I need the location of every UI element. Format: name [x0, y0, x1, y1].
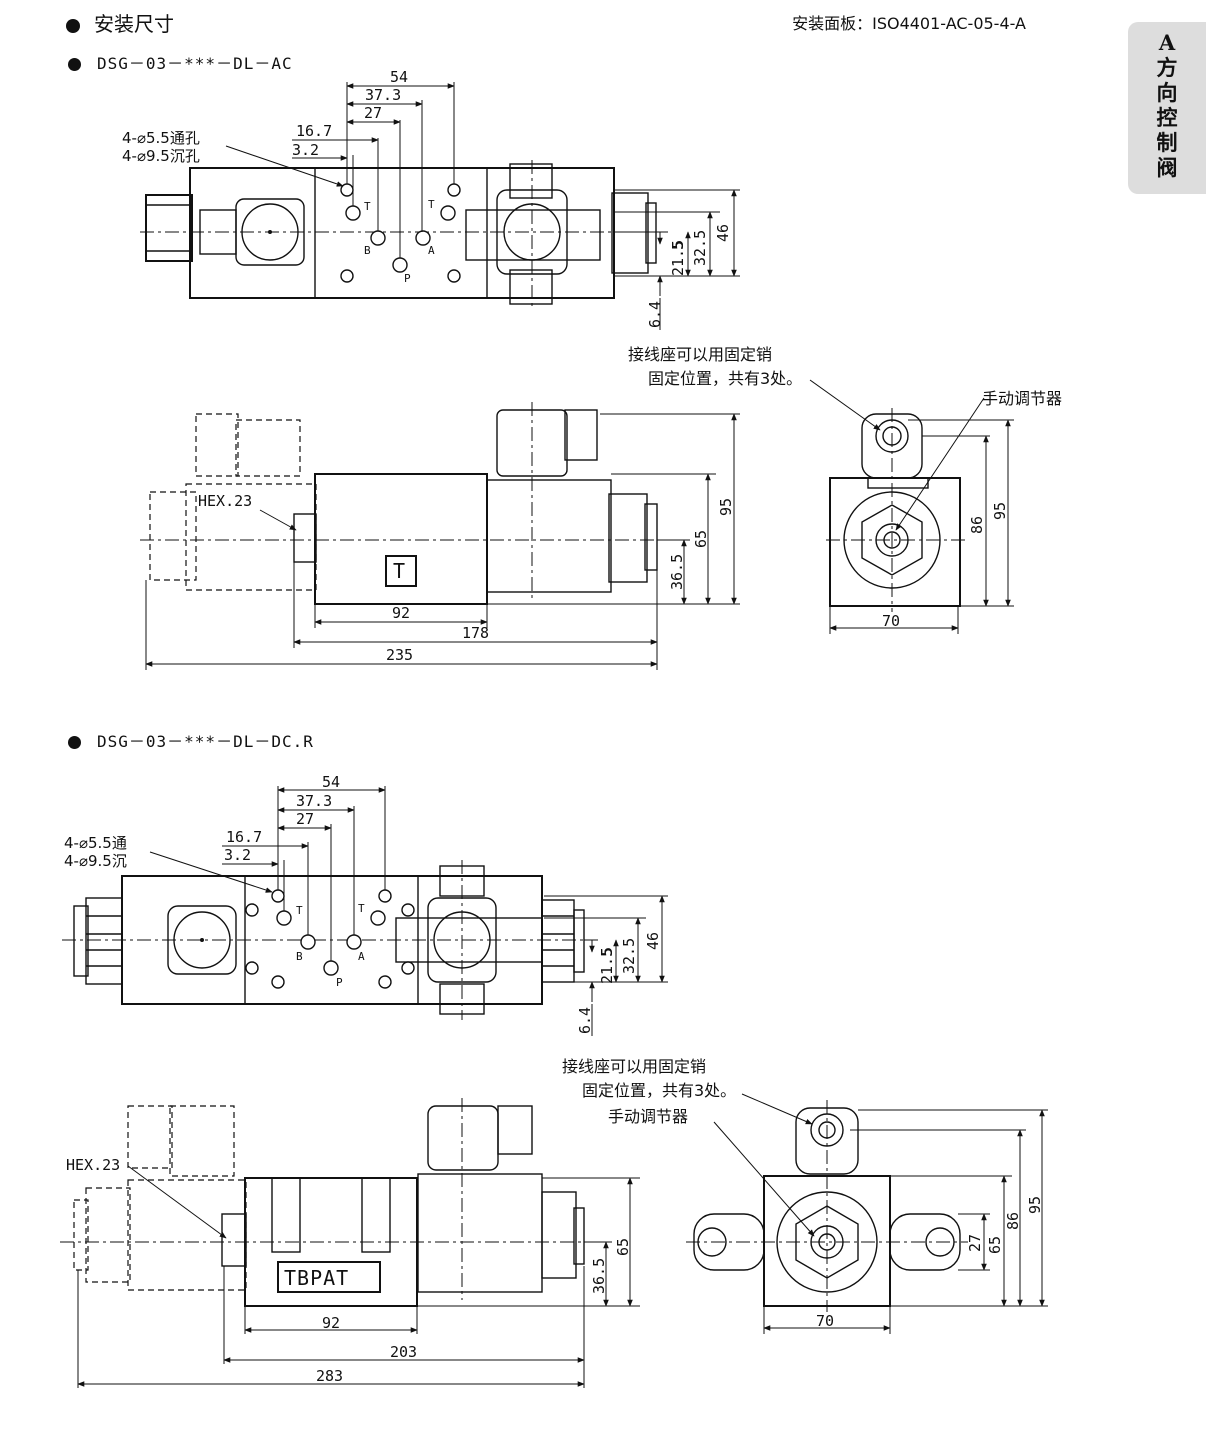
bullet-icon: [68, 58, 81, 71]
manual-adjuster-label: 手动调节器: [982, 389, 1062, 408]
dim-label: 32.5: [691, 230, 709, 266]
dim-label: 86: [968, 516, 986, 534]
tab-char: 制: [1156, 130, 1178, 155]
bullet-icon: [68, 736, 81, 749]
model-2-heading: DSG－03－***－DL－DC.R: [68, 728, 314, 752]
model-1-front-view: T HEX.23 95 65 36.5 92 178 235: [140, 402, 740, 670]
port-label: B: [364, 244, 371, 257]
dim-label: 21.5: [669, 240, 687, 276]
dim-label: 95: [991, 502, 1009, 520]
dim-label: 5: [669, 241, 687, 250]
port-label: A: [428, 244, 435, 257]
model-2-side-view: 接线座可以用固定销 固定位置，共有3处。 手动调节器 27 65 86 95: [562, 1057, 1048, 1334]
dim-label: 283: [316, 1367, 343, 1385]
note-line: 接线座可以用固定销: [562, 1057, 706, 1076]
port-label: T: [296, 904, 303, 917]
model-2-front-view: TBPAT HEX.23 65 36.5 92 203 283: [60, 1098, 640, 1388]
section-title: 安装尺寸: [94, 12, 174, 36]
dim-label: 65: [986, 1236, 1004, 1254]
dim-label: 46: [644, 932, 662, 950]
model-2-top-view: T B P A T 54 37.3 27 16.7 3.2 4-⌀5.5通 4-…: [62, 773, 668, 1036]
dim-label: 54: [390, 68, 408, 86]
dim-label: 92: [392, 604, 410, 622]
dim-label: 5: [598, 947, 616, 956]
dim-label: 178: [462, 624, 489, 642]
port-label: T: [358, 902, 365, 915]
dim-label: 16.7: [296, 122, 332, 140]
dim-label: 27: [364, 104, 382, 122]
dim-label: 203: [390, 1343, 417, 1361]
dim-label: 86: [1004, 1212, 1022, 1230]
dim-label: 70: [882, 612, 900, 630]
hex-label: HEX.23: [198, 492, 252, 510]
center-label: TBPAT: [284, 1266, 349, 1290]
tab-char: 阀: [1156, 155, 1178, 180]
dim-label: 37.3: [365, 86, 401, 104]
port-label: T: [428, 198, 435, 211]
dim-label: 27: [296, 810, 314, 828]
mount-panel-label: 安装面板：ISO4401-AC-05-4-A: [792, 14, 1026, 33]
dim-label: 3.2: [292, 141, 319, 159]
hex-label: HEX.23: [66, 1156, 120, 1174]
port-label: P: [404, 272, 411, 285]
model-1-heading: DSG－03－***－DL－AC: [68, 50, 293, 74]
side-tab[interactable]: A 方 向 控 制 阀: [1128, 22, 1206, 194]
dim-label: 92: [322, 1314, 340, 1332]
dim-label: 235: [386, 646, 413, 664]
tab-char: 向: [1156, 80, 1178, 105]
note-line: 接线座可以用固定销: [628, 345, 772, 364]
tab-char: A: [1158, 30, 1176, 55]
dim-label: 6.4: [646, 301, 664, 328]
model-1-top-view: T B P A T 54 37.3 27 16.7 3.2 4-⌀5.5通孔 4…: [122, 68, 740, 330]
holes-note: 4-⌀9.5沉: [64, 852, 127, 870]
dim-label: 6.4: [576, 1007, 594, 1034]
manual-adjuster-label: 手动调节器: [608, 1107, 688, 1126]
holes-note: 4-⌀9.5沉孔: [122, 147, 200, 165]
note-line: 固定位置，共有3处。: [648, 369, 802, 388]
dim-label: 21.5: [598, 948, 616, 984]
holes-note: 4-⌀5.5通: [64, 834, 127, 852]
tab-char: 控: [1156, 105, 1178, 130]
dim-label: 46: [714, 224, 732, 242]
port-label: B: [296, 950, 303, 963]
section-header: 安装尺寸: [66, 8, 174, 37]
note-line: 固定位置，共有3处。: [582, 1081, 736, 1100]
port-label: P: [336, 976, 343, 989]
dim-label: 36.5: [668, 554, 686, 590]
model-1-name: DSG－03－***－DL－AC: [97, 54, 293, 73]
dim-label: 95: [717, 498, 735, 516]
dim-label: 16.7: [226, 828, 262, 846]
dim-label: 95: [1026, 1196, 1044, 1214]
dim-label: 27: [966, 1234, 984, 1252]
dim-label: 3.2: [224, 846, 251, 864]
tab-char: 方: [1156, 55, 1178, 80]
holes-note: 4-⌀5.5通孔: [122, 129, 200, 147]
dim-label: 70: [816, 1312, 834, 1330]
model-2-name: DSG－03－***－DL－DC.R: [97, 732, 314, 751]
dim-label: 65: [692, 530, 710, 548]
bullet-icon: [66, 18, 80, 33]
dim-label: 32.5: [620, 938, 638, 974]
port-label: A: [358, 950, 365, 963]
model-1-side-view: 接线座可以用固定销 固定位置，共有3处。 手动调节器 86 95 70: [628, 345, 1062, 634]
dim-label: 37.3: [296, 792, 332, 810]
center-label: T: [393, 559, 405, 583]
port-label: T: [364, 200, 371, 213]
dim-label: 54: [322, 773, 340, 791]
dim-label: 65: [614, 1238, 632, 1256]
dim-label: 36.5: [590, 1258, 608, 1294]
